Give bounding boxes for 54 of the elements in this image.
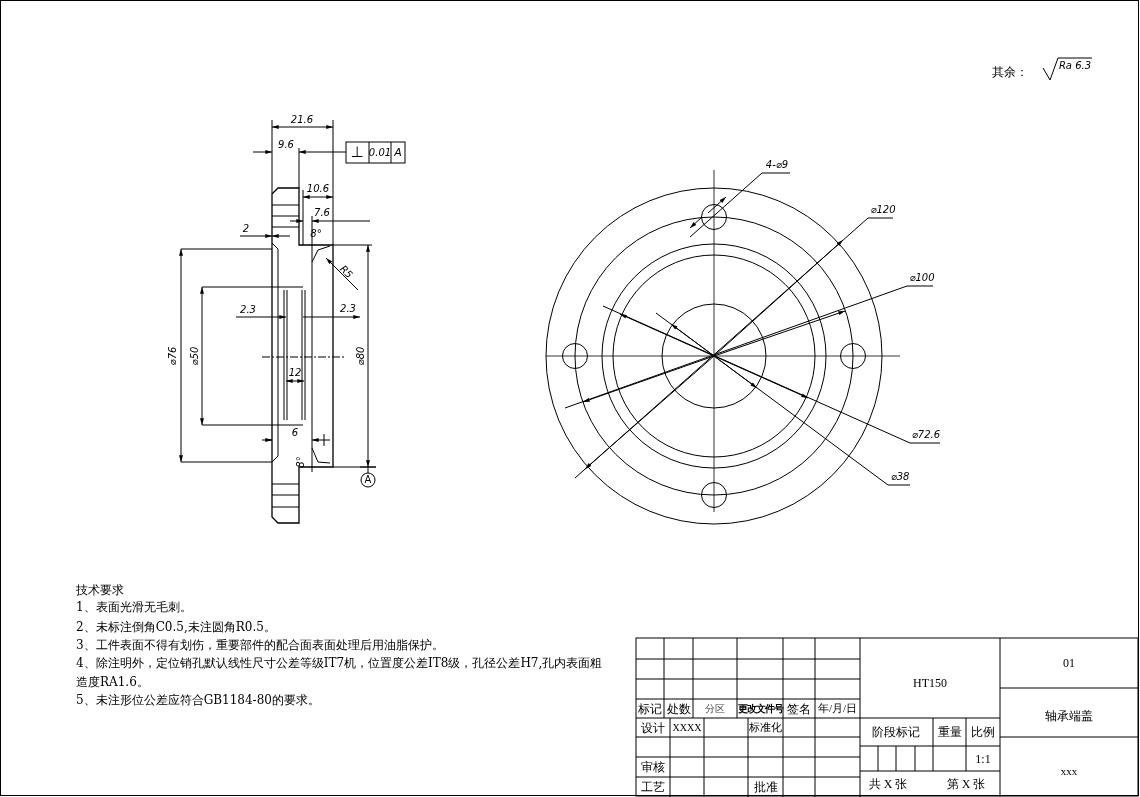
part-name: 轴承端盖 <box>1045 708 1093 724</box>
table-text: 签名 <box>787 701 811 716</box>
dimension-text: ⌀72.6 <box>911 429 941 441</box>
heading-text: 技术要求 <box>76 582 124 598</box>
material-text: HT150 <box>913 675 947 691</box>
table-text: 工艺 <box>641 779 665 795</box>
table-text: 比例 <box>971 724 995 740</box>
table-text: XXXX <box>672 722 702 734</box>
dimension-text: 2.3 <box>340 303 356 315</box>
dimension-text: ⌀76 <box>167 346 179 366</box>
table-text: 分区 <box>705 702 725 715</box>
drawing-number: 01 <box>1063 655 1075 671</box>
table-text: 处数 <box>666 701 691 716</box>
requirement-text: 1、表面光滑无毛刺。 <box>76 599 192 615</box>
dimension-text: 6 <box>291 427 299 439</box>
dimension-text: ⌀120 <box>870 204 896 216</box>
dimension-text: 21.6 <box>290 114 314 126</box>
datum-letter: A <box>364 474 372 486</box>
table-text: 更改文件号 <box>737 702 783 715</box>
requirement-text: 4、除注明外，定位销孔默认线性尺寸公差等级IT7机，位置度公差IT8级，孔径公差H7,孔内表面粗造度RA1.6。 <box>76 655 604 691</box>
dimension-text: 10.6 <box>306 183 330 195</box>
table-text: 标记 <box>638 701 662 716</box>
angle-text: 8° <box>295 456 307 468</box>
dimension-text: 4-⌀9 <box>765 159 789 171</box>
datum-reference: A <box>394 146 402 160</box>
dimension-text: 12 <box>288 367 302 379</box>
dimension-text: 7.6 <box>314 207 330 219</box>
perpendicularity-symbol: ⊥ <box>350 143 364 161</box>
table-text: 阶段标记 <box>872 724 920 740</box>
requirement-text: 5、未注形位公差应符合GB1184-80的要求。 <box>76 692 320 708</box>
scale-value: 1:1 <box>975 751 991 766</box>
table-text: 重量 <box>937 724 962 740</box>
dimension-text: ⌀50 <box>189 346 201 366</box>
radius-text: R5 <box>337 263 355 281</box>
requirement-text: 3、工件表面不得有划伤，重要部件的配合面表面处理后用油脂保护。 <box>76 637 444 653</box>
sheet-number-text: 第 X 张 <box>946 776 986 792</box>
dimension-text: ⌀100 <box>909 272 935 284</box>
roughness-value: Ra 6.3 <box>1058 60 1092 72</box>
dimension-text: 2 <box>242 223 250 235</box>
table-text: 年/月/日 <box>817 701 858 716</box>
dimension-text: ⌀38 <box>890 471 910 483</box>
sheet-count-text: 共 X 张 <box>868 776 908 792</box>
tolerance-value: 0.01 <box>368 147 392 159</box>
angle-text: 8° <box>310 228 322 240</box>
requirement-text: 2、未标注倒角C0.5,未注圆角R0.5。 <box>76 619 276 635</box>
dimension-text: ⌀80 <box>355 346 367 366</box>
note-text: 其余： <box>992 64 1028 80</box>
table-text: xxx <box>1060 765 1078 779</box>
table-text: 批准 <box>753 779 778 795</box>
table-text: 设计 <box>641 720 665 736</box>
dimension-text: 2.3 <box>240 304 256 316</box>
dimension-text: 9.6 <box>278 139 294 151</box>
table-text: 审核 <box>641 759 665 775</box>
table-text: 标准化 <box>749 721 782 735</box>
